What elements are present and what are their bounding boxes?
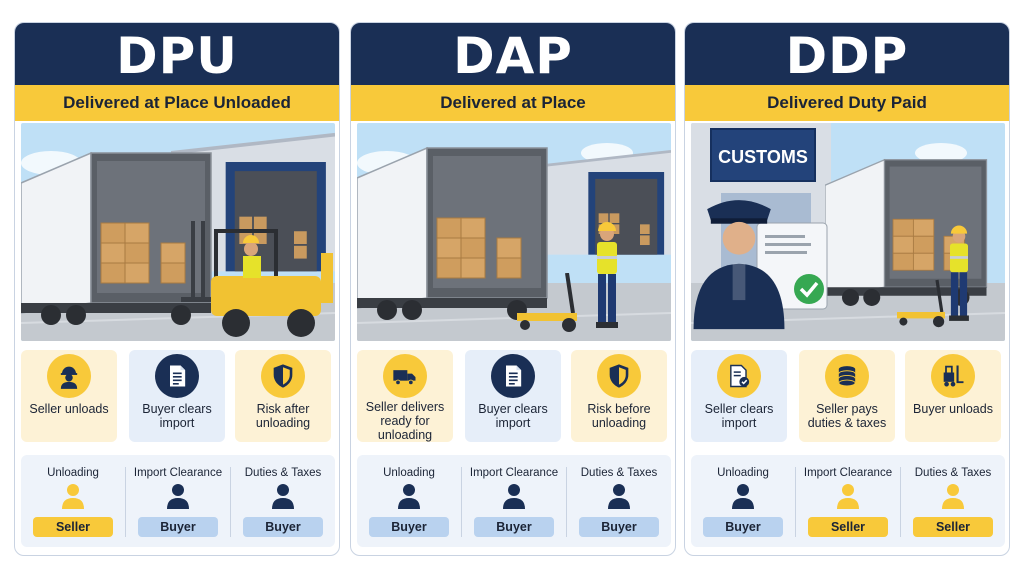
- person-icon: [166, 483, 190, 509]
- forklift-icon: [939, 362, 967, 390]
- panel-subtitle: Delivered Duty Paid: [685, 85, 1009, 121]
- card-label: Seller unloads: [29, 402, 109, 416]
- panel-subtitle: Delivered at Place: [351, 85, 675, 121]
- panel-title: DAP: [351, 23, 675, 85]
- card-label: Seller pays duties & taxes: [807, 402, 887, 430]
- customs-sign: CUSTOMS: [718, 147, 808, 167]
- incoterm-panel-dpu: DPU Delivered at Place Unloaded Seller u…: [14, 22, 340, 556]
- responsibility-table: Unloading Buyer Import Clearance Seller …: [691, 455, 1005, 547]
- info-card: Buyer clears import: [465, 350, 561, 442]
- card-label: Seller delivers ready for unloading: [365, 400, 445, 442]
- info-card: Seller unloads: [21, 350, 117, 442]
- coins-icon: [833, 362, 861, 390]
- scene-illustration-forklift-unloading: [21, 123, 335, 341]
- document-icon: [499, 362, 527, 390]
- responsibility-column: Import Clearance Buyer: [462, 455, 566, 547]
- responsibility-header: Duties & Taxes: [244, 467, 322, 479]
- party-badge: Seller: [913, 517, 993, 537]
- responsibility-column: Duties & Taxes Seller: [901, 455, 1005, 547]
- person-icon: [836, 483, 860, 509]
- card-label: Seller clears import: [704, 402, 774, 430]
- party-badge: Buyer: [369, 517, 449, 537]
- scene-illustration-customs-officer: CUSTOMS: [691, 123, 1005, 341]
- responsibility-header: Unloading: [717, 467, 769, 479]
- responsibility-column: Duties & Taxes Buyer: [231, 455, 335, 547]
- responsibility-column: Unloading Buyer: [691, 455, 795, 547]
- card-label: Buyer clears import: [478, 402, 548, 430]
- person-icon: [61, 483, 85, 509]
- person-icon: [397, 483, 421, 509]
- info-card: Risk before unloading: [571, 350, 667, 442]
- truck-icon: [391, 362, 419, 390]
- info-card: Risk after unloading: [235, 350, 331, 442]
- party-badge: Seller: [33, 517, 113, 537]
- info-card: Seller clears import: [691, 350, 787, 442]
- responsibility-header: Unloading: [47, 467, 99, 479]
- worker-icon: [55, 362, 83, 390]
- responsibility-header: Duties & Taxes: [914, 467, 992, 479]
- scene-illustration-truck-pallet-jack: [357, 123, 671, 341]
- panel-subtitle: Delivered at Place Unloaded: [15, 85, 339, 121]
- incoterm-panel-dap: DAP Delivered at Place Seller delivers r…: [350, 22, 676, 556]
- responsibility-column: Duties & Taxes Buyer: [567, 455, 671, 547]
- panel-title: DPU: [15, 23, 339, 85]
- party-badge: Buyer: [703, 517, 783, 537]
- card-label: Buyer unloads: [913, 402, 993, 416]
- shield-icon: [605, 362, 633, 390]
- info-card: Seller delivers ready for unloading: [357, 350, 453, 442]
- shield-icon: [269, 362, 297, 390]
- party-badge: Buyer: [243, 517, 323, 537]
- document-icon: [163, 362, 191, 390]
- panel-title: DDP: [685, 23, 1009, 85]
- responsibility-column: Import Clearance Buyer: [126, 455, 230, 547]
- person-icon: [607, 483, 631, 509]
- info-card: Buyer clears import: [129, 350, 225, 442]
- party-badge: Buyer: [138, 517, 218, 537]
- responsibility-column: Unloading Seller: [21, 455, 125, 547]
- party-badge: Buyer: [474, 517, 554, 537]
- info-card: Seller pays duties & taxes: [799, 350, 895, 442]
- responsibility-table: Unloading Buyer Import Clearance Buyer D…: [357, 455, 671, 547]
- responsibility-column: Unloading Buyer: [357, 455, 461, 547]
- responsibility-header: Import Clearance: [803, 467, 893, 479]
- incoterm-panel-ddp: DDP Delivered Duty Paid CUSTOMS Seller c…: [684, 22, 1010, 556]
- person-icon: [271, 483, 295, 509]
- responsibility-header: Import Clearance: [469, 467, 559, 479]
- card-label: Buyer clears import: [142, 402, 212, 430]
- person-icon: [941, 483, 965, 509]
- party-badge: Seller: [808, 517, 888, 537]
- responsibility-column: Import Clearance Seller: [796, 455, 900, 547]
- checked-document-icon: [725, 362, 753, 390]
- party-badge: Buyer: [579, 517, 659, 537]
- card-label: Risk before unloading: [587, 402, 651, 430]
- info-card: Buyer unloads: [905, 350, 1001, 442]
- responsibility-table: Unloading Seller Import Clearance Buyer …: [21, 455, 335, 547]
- card-label: Risk after unloading: [255, 402, 311, 430]
- person-icon: [502, 483, 526, 509]
- responsibility-header: Duties & Taxes: [580, 467, 658, 479]
- person-icon: [731, 483, 755, 509]
- responsibility-header: Unloading: [383, 467, 435, 479]
- responsibility-header: Import Clearance: [133, 467, 223, 479]
